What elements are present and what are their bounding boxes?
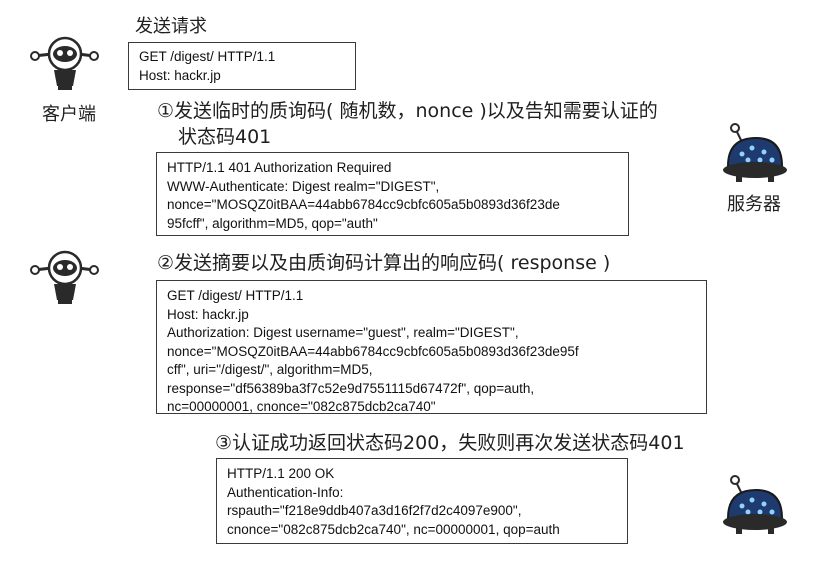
step1-caption-line2: 状态码401	[178, 126, 272, 148]
message-line: HTTP/1.1 401 Authorization Required	[167, 160, 392, 175]
server-robot-icon	[720, 122, 790, 188]
request-message-box: GET /digest/ HTTP/1.1 Host: hackr.jp	[128, 42, 356, 90]
server-robot-icon	[720, 474, 790, 540]
message-line: Authentication-Info:	[227, 484, 344, 500]
digest-request-box: GET /digest/ HTTP/1.1 Host: hackr.jp Aut…	[156, 280, 707, 414]
step0-title: 发送请求	[135, 16, 207, 37]
client-robot-icon	[30, 244, 100, 308]
message-line: GET /digest/ HTTP/1.1	[139, 49, 276, 64]
message-line: WWW-Authenticate: Digest realm="DIGEST",	[167, 178, 440, 194]
client-robot-icon	[30, 30, 100, 94]
server-label: 服务器	[727, 194, 781, 215]
message-line: Host: hackr.jp	[139, 67, 221, 83]
step3-caption: ③认证成功返回状态码200，失败则再次发送状态码401	[215, 432, 685, 454]
message-line: nonce="MOSQZ0itBAA=44abb6784cc9cbfc605a5…	[167, 343, 579, 359]
message-line: response="df56389ba3f7c52e9d7551115d6747…	[167, 380, 535, 396]
message-line: cff", uri="/digest/", algorithm=MD5,	[167, 362, 373, 377]
message-line: Host: hackr.jp	[167, 306, 249, 322]
step2-caption: ②发送摘要以及由质询码计算出的响应码( response )	[157, 252, 611, 274]
step1-caption-line1: ①发送临时的质询码( 随机数，nonce )以及告知需要认证的	[157, 100, 658, 122]
message-line: rspauth="f218e9ddb407a3d16f2f7d2c4097e90…	[227, 503, 522, 518]
message-line: nonce="MOSQZ0itBAA=44abb6784cc9cbfc605a5…	[167, 197, 560, 212]
client-label: 客户端	[42, 104, 96, 125]
message-line: HTTP/1.1 200 OK	[227, 466, 335, 481]
message-line: nc=00000001, cnonce="082c875dcb2ca740"	[167, 399, 436, 414]
message-line: 95fcff", algorithm=MD5, qop="auth"	[167, 215, 378, 231]
challenge-response-box: HTTP/1.1 401 Authorization Required WWW-…	[156, 152, 629, 236]
message-line: Authorization: Digest username="guest", …	[167, 325, 519, 340]
message-line: cnonce="082c875dcb2ca740", nc=00000001, …	[227, 521, 560, 537]
message-line: GET /digest/ HTTP/1.1	[167, 288, 304, 303]
auth-success-box: HTTP/1.1 200 OK Authentication-Info: rsp…	[216, 458, 628, 544]
